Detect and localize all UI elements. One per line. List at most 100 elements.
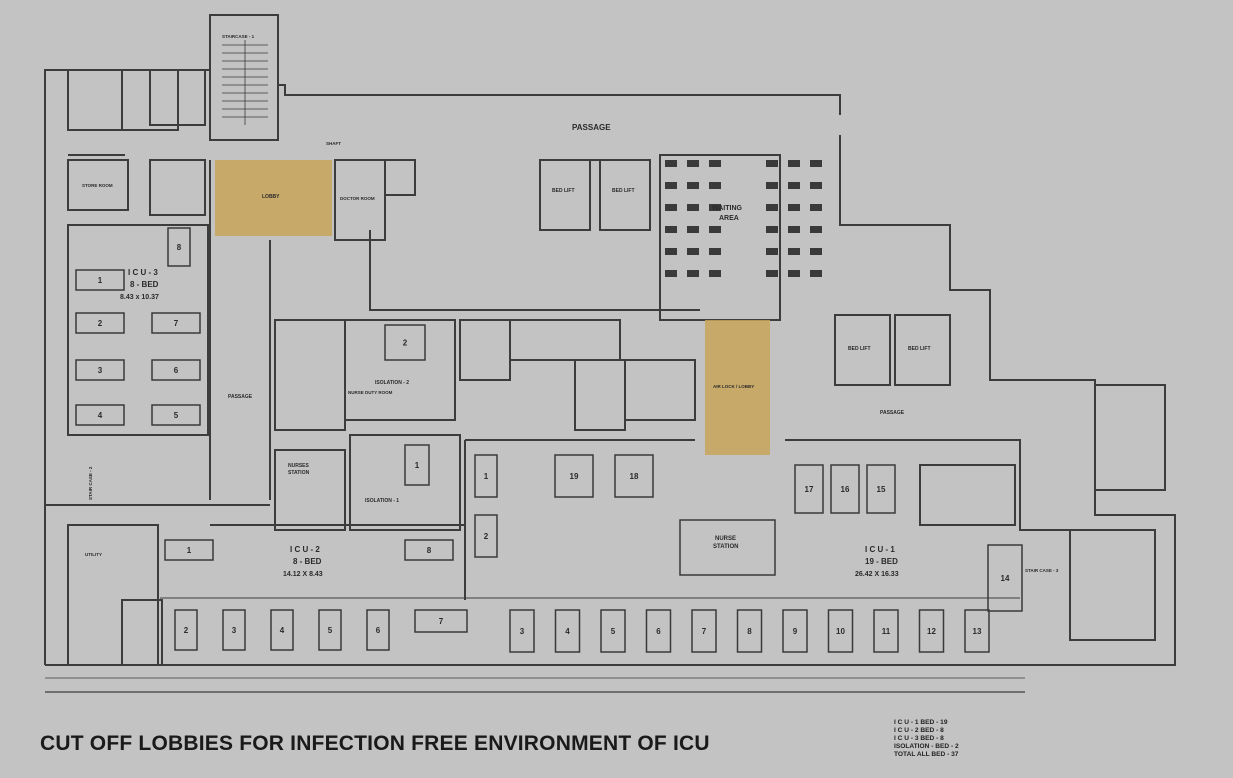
waiting-chair (665, 160, 677, 167)
waiting-chair (665, 248, 677, 255)
bed-number: 1 (187, 546, 192, 555)
icu2-bed: 1 (164, 539, 214, 561)
bed-number: 6 (376, 626, 381, 635)
waiting-chair (687, 204, 699, 211)
waiting-chair (687, 226, 699, 233)
bed-number: 7 (174, 319, 179, 328)
bed-number: 7 (439, 617, 444, 626)
bed-number: 5 (611, 627, 616, 636)
bed-number: 6 (174, 366, 179, 375)
nurses-station-label-2: STATION (288, 470, 310, 476)
nurse-station-label-1: NURSE (715, 536, 736, 542)
bed-number: 2 (98, 319, 103, 328)
icu2-bed: 8 (404, 539, 454, 561)
icu2-bed: 2 (174, 609, 198, 651)
bed-number: 3 (232, 626, 237, 635)
icu1-label-1: I C U - 1 (865, 545, 895, 554)
icu1-bed: 15 (866, 464, 896, 514)
bed-number: 15 (877, 485, 886, 494)
bed-number: 4 (565, 627, 570, 636)
bed-number: 4 (98, 411, 103, 420)
waiting-chair (687, 160, 699, 167)
icu3-bed: 7 (151, 312, 201, 334)
icu1-label-2: 19 - BED (865, 557, 898, 566)
bed-number: 1 (484, 472, 489, 481)
bed-number: 18 (630, 472, 639, 481)
bed-number: 10 (836, 627, 845, 636)
air-lock-label: AIR LOCK / LOBBY (713, 384, 754, 389)
icu2-bed: 4 (270, 609, 294, 651)
icu1-bed: 4 (554, 609, 581, 653)
shaft-label: SHAFT (326, 141, 341, 146)
waiting-chair (788, 270, 800, 277)
icu1-bed: 8 (736, 609, 763, 653)
waiting-chair (687, 270, 699, 277)
outer-wall-top (278, 84, 841, 115)
summary-line-icu3: I C U - 3 BED - 8 (894, 735, 944, 743)
passage-top-label: PASSAGE (572, 123, 611, 132)
bed-number: 13 (973, 627, 982, 636)
bed-number: 9 (793, 627, 798, 636)
staircase1-label: STAIRCASE - 1 (222, 34, 255, 39)
icu3-label-1: I C U - 3 (128, 268, 158, 277)
bed-lift-4 (894, 314, 951, 386)
waiting-chair (709, 160, 721, 167)
waiting-chair (810, 160, 822, 167)
bed-number: 2 (403, 339, 408, 348)
waiting-chair (788, 204, 800, 211)
waiting-chair (766, 226, 778, 233)
waiting-label-1: WAITING (712, 205, 742, 212)
bed-lift-label-2: BED LIFT (612, 188, 635, 194)
icu1-bed: 13 (964, 609, 990, 653)
bed-number: 8 (747, 627, 752, 636)
icu1-label-3: 26.42 X 16.33 (855, 571, 899, 578)
waiting-chair (810, 182, 822, 189)
waiting-chair (766, 270, 778, 277)
stair-treads-1 (222, 40, 268, 125)
icu1-bed: 9 (782, 609, 808, 653)
bed-lift-2 (599, 159, 651, 231)
bed-lift-label-3: BED LIFT (848, 346, 871, 352)
icu1-bed: 12 (918, 609, 945, 653)
bed-number: 1 (98, 276, 103, 285)
icu1-bed: 1 (474, 454, 498, 498)
waiting-chair (665, 182, 677, 189)
icu3-bed: 1 (75, 269, 125, 291)
waiting-chair (709, 182, 721, 189)
icu1-bed: 10 (827, 609, 854, 653)
waiting-chair (709, 270, 721, 277)
waiting-chair (665, 270, 677, 277)
icu2-bed: 3 (222, 609, 246, 651)
waiting-area (659, 154, 781, 321)
bed-number: 1 (415, 461, 420, 470)
waiting-chair (709, 204, 721, 211)
waiting-chair (810, 204, 822, 211)
waiting-chair (766, 204, 778, 211)
bed-lift-label-1: BED LIFT (552, 188, 575, 194)
nurse-duty-label: NURSE DUTY ROOM (348, 390, 393, 395)
waiting-chair (788, 182, 800, 189)
bed-number: 7 (702, 627, 707, 636)
icu1-bed: 2 (474, 514, 498, 558)
bed-lift-label-4: BED LIFT (908, 346, 931, 352)
icu1-bed: 3 (509, 609, 535, 653)
waiting-chair (665, 204, 677, 211)
staircase-3 (1069, 529, 1156, 641)
bed-number: 5 (328, 626, 333, 635)
utility-label: UTILITY (85, 552, 102, 557)
bed-number: 11 (882, 627, 891, 636)
waiting-chair (709, 226, 721, 233)
bed-number: 14 (1001, 574, 1010, 583)
summary-line-total: TOTAL ALL BED - 37 (894, 751, 959, 759)
bed-number: 3 (520, 627, 525, 636)
waiting-chair (810, 248, 822, 255)
passage-right-label: PASSAGE (880, 410, 905, 416)
waiting-chair (766, 182, 778, 189)
bed-number: 12 (927, 627, 936, 636)
store-room-label: STORE ROOM (82, 183, 113, 188)
isolation-bed: 1 (404, 444, 430, 486)
staircase-1 (209, 14, 279, 141)
icu1-bed: 7 (691, 609, 717, 653)
isolation-bed: 2 (384, 324, 426, 361)
bed-number: 4 (280, 626, 285, 635)
